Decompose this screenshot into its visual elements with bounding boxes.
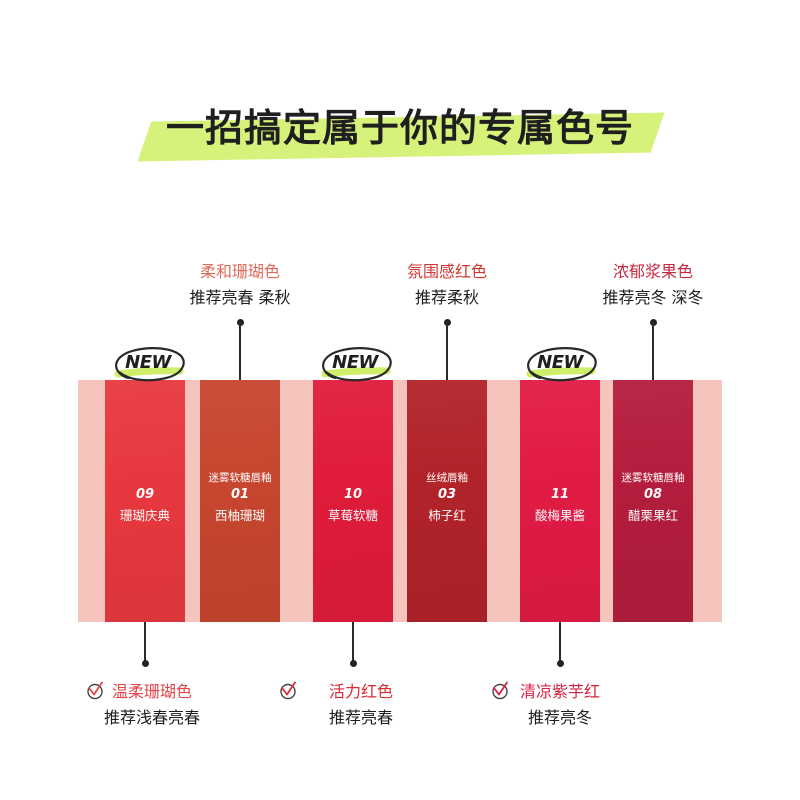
new-badge: NEW <box>108 344 188 384</box>
swatch-number: 03 <box>437 487 457 502</box>
color-swatch: 10 草莓软糖 <box>313 380 393 622</box>
connector-line <box>652 322 654 380</box>
new-badge-graphic <box>526 347 597 382</box>
connector-dot <box>141 659 149 667</box>
color-swatch: 09 珊瑚庆典 <box>105 380 185 622</box>
connector-line <box>144 622 146 663</box>
color-swatch: 11 酸梅果酱 <box>520 380 600 622</box>
new-badge: NEW <box>315 344 395 384</box>
page-title: 一招搞定属于你的专属色号 <box>165 106 634 150</box>
swatch-number: 11 <box>550 487 570 502</box>
swatch-number: 10 <box>343 487 363 502</box>
recommend-label: 推荐亮冬 <box>527 708 592 727</box>
swatch-shade-name: 酸梅果酱 <box>534 508 585 523</box>
swatch-number: 09 <box>135 487 155 502</box>
tone-label: 氛围感红色 <box>406 262 487 281</box>
new-badge-graphic <box>321 347 392 382</box>
tone-label: 浓郁浆果色 <box>612 262 693 281</box>
badge-highlight-stroke <box>321 367 391 378</box>
bottom-label-coral: 温柔珊瑚色 推荐浅春亮春 <box>72 679 232 731</box>
check-circle-icon <box>280 681 296 700</box>
badge-highlight-stroke <box>114 367 184 378</box>
new-badge-graphic <box>114 347 185 382</box>
color-swatch: 迷雾软糖唇釉 01 西柚珊瑚 <box>200 380 280 622</box>
swatch-number: 01 <box>230 487 250 502</box>
swatch-series: 迷雾软糖唇釉 <box>621 472 685 484</box>
swatch-shade-name: 草莓软糖 <box>327 508 378 523</box>
badge-highlight-stroke <box>526 367 596 378</box>
top-label-coral: 柔和珊瑚色 推荐亮春 柔秋 <box>160 259 320 311</box>
tone-label: 柔和珊瑚色 <box>199 262 280 281</box>
connector-dot <box>349 659 357 667</box>
top-label-red: 氛围感红色 推荐柔秋 <box>367 259 527 311</box>
recommend-label: 推荐柔秋 <box>414 288 479 307</box>
connector-line <box>559 622 561 663</box>
swatch-series: 丝绒唇釉 <box>426 472 468 484</box>
color-swatch: 迷雾软糖唇釉 08 醋栗果红 <box>613 380 693 622</box>
top-label-berry: 浓郁浆果色 推荐亮冬 深冬 <box>573 259 733 311</box>
swatch-shade-name: 柿子红 <box>428 508 466 523</box>
connector-line <box>352 622 354 663</box>
badge-oval <box>322 347 392 382</box>
tone-label: 活力红色 <box>328 682 393 701</box>
bottom-label-red: 活力红色 推荐亮春 <box>281 679 441 731</box>
tone-label: 温柔珊瑚色 <box>111 682 192 701</box>
new-badge-label: NEW <box>537 352 583 373</box>
recommend-label: 推荐亮春 <box>328 708 393 727</box>
recommend-label: 推荐浅春亮春 <box>103 708 200 727</box>
check-circle-icon <box>492 681 508 700</box>
swatch-number: 08 <box>643 487 663 502</box>
new-badge: NEW <box>520 344 600 384</box>
swatch-shade-name: 西柚珊瑚 <box>214 508 265 523</box>
recommend-label: 推荐亮冬 深冬 <box>602 288 704 307</box>
new-badge-label: NEW <box>332 352 378 373</box>
connector-line <box>239 322 241 380</box>
swatch-shade-name: 珊瑚庆典 <box>119 508 170 523</box>
new-badge-label: NEW <box>125 352 171 373</box>
swatch-shade-name: 醋栗果红 <box>627 508 678 523</box>
check-circle-icon <box>87 681 103 700</box>
badge-oval <box>115 347 185 382</box>
bottom-label-purple-red: 清凉紫芋红 推荐亮冬 <box>480 679 640 731</box>
color-swatch: 丝绒唇釉 03 柿子红 <box>407 380 487 622</box>
badge-oval <box>527 347 597 382</box>
swatch-series: 迷雾软糖唇釉 <box>208 472 272 484</box>
tone-label: 清凉紫芋红 <box>519 682 600 701</box>
recommend-label: 推荐亮春 柔秋 <box>189 288 291 307</box>
connector-line <box>446 322 448 380</box>
connector-dot <box>556 659 564 667</box>
